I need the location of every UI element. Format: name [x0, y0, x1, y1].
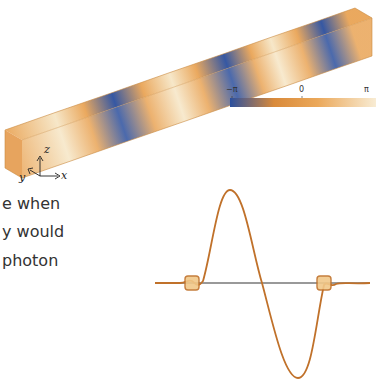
axis-label: y [19, 172, 25, 183]
bar-outline [5, 8, 372, 178]
colorbar [230, 98, 376, 107]
wave-curve [155, 190, 370, 378]
colorbar-tick: 0 [299, 86, 304, 94]
bar-end-face [5, 130, 22, 178]
marker-square [317, 276, 331, 290]
body-text: photon [2, 253, 58, 269]
marker-square [185, 276, 199, 290]
axis-label: x [61, 170, 67, 181]
axes-triad [28, 156, 60, 179]
colorbar-tick: −π [226, 86, 238, 94]
bar-edge [22, 18, 372, 140]
axis-label: z [44, 144, 50, 155]
body-text: y would [2, 224, 64, 240]
colorbar-tick: π [364, 86, 369, 94]
body-text: e when [2, 196, 60, 212]
